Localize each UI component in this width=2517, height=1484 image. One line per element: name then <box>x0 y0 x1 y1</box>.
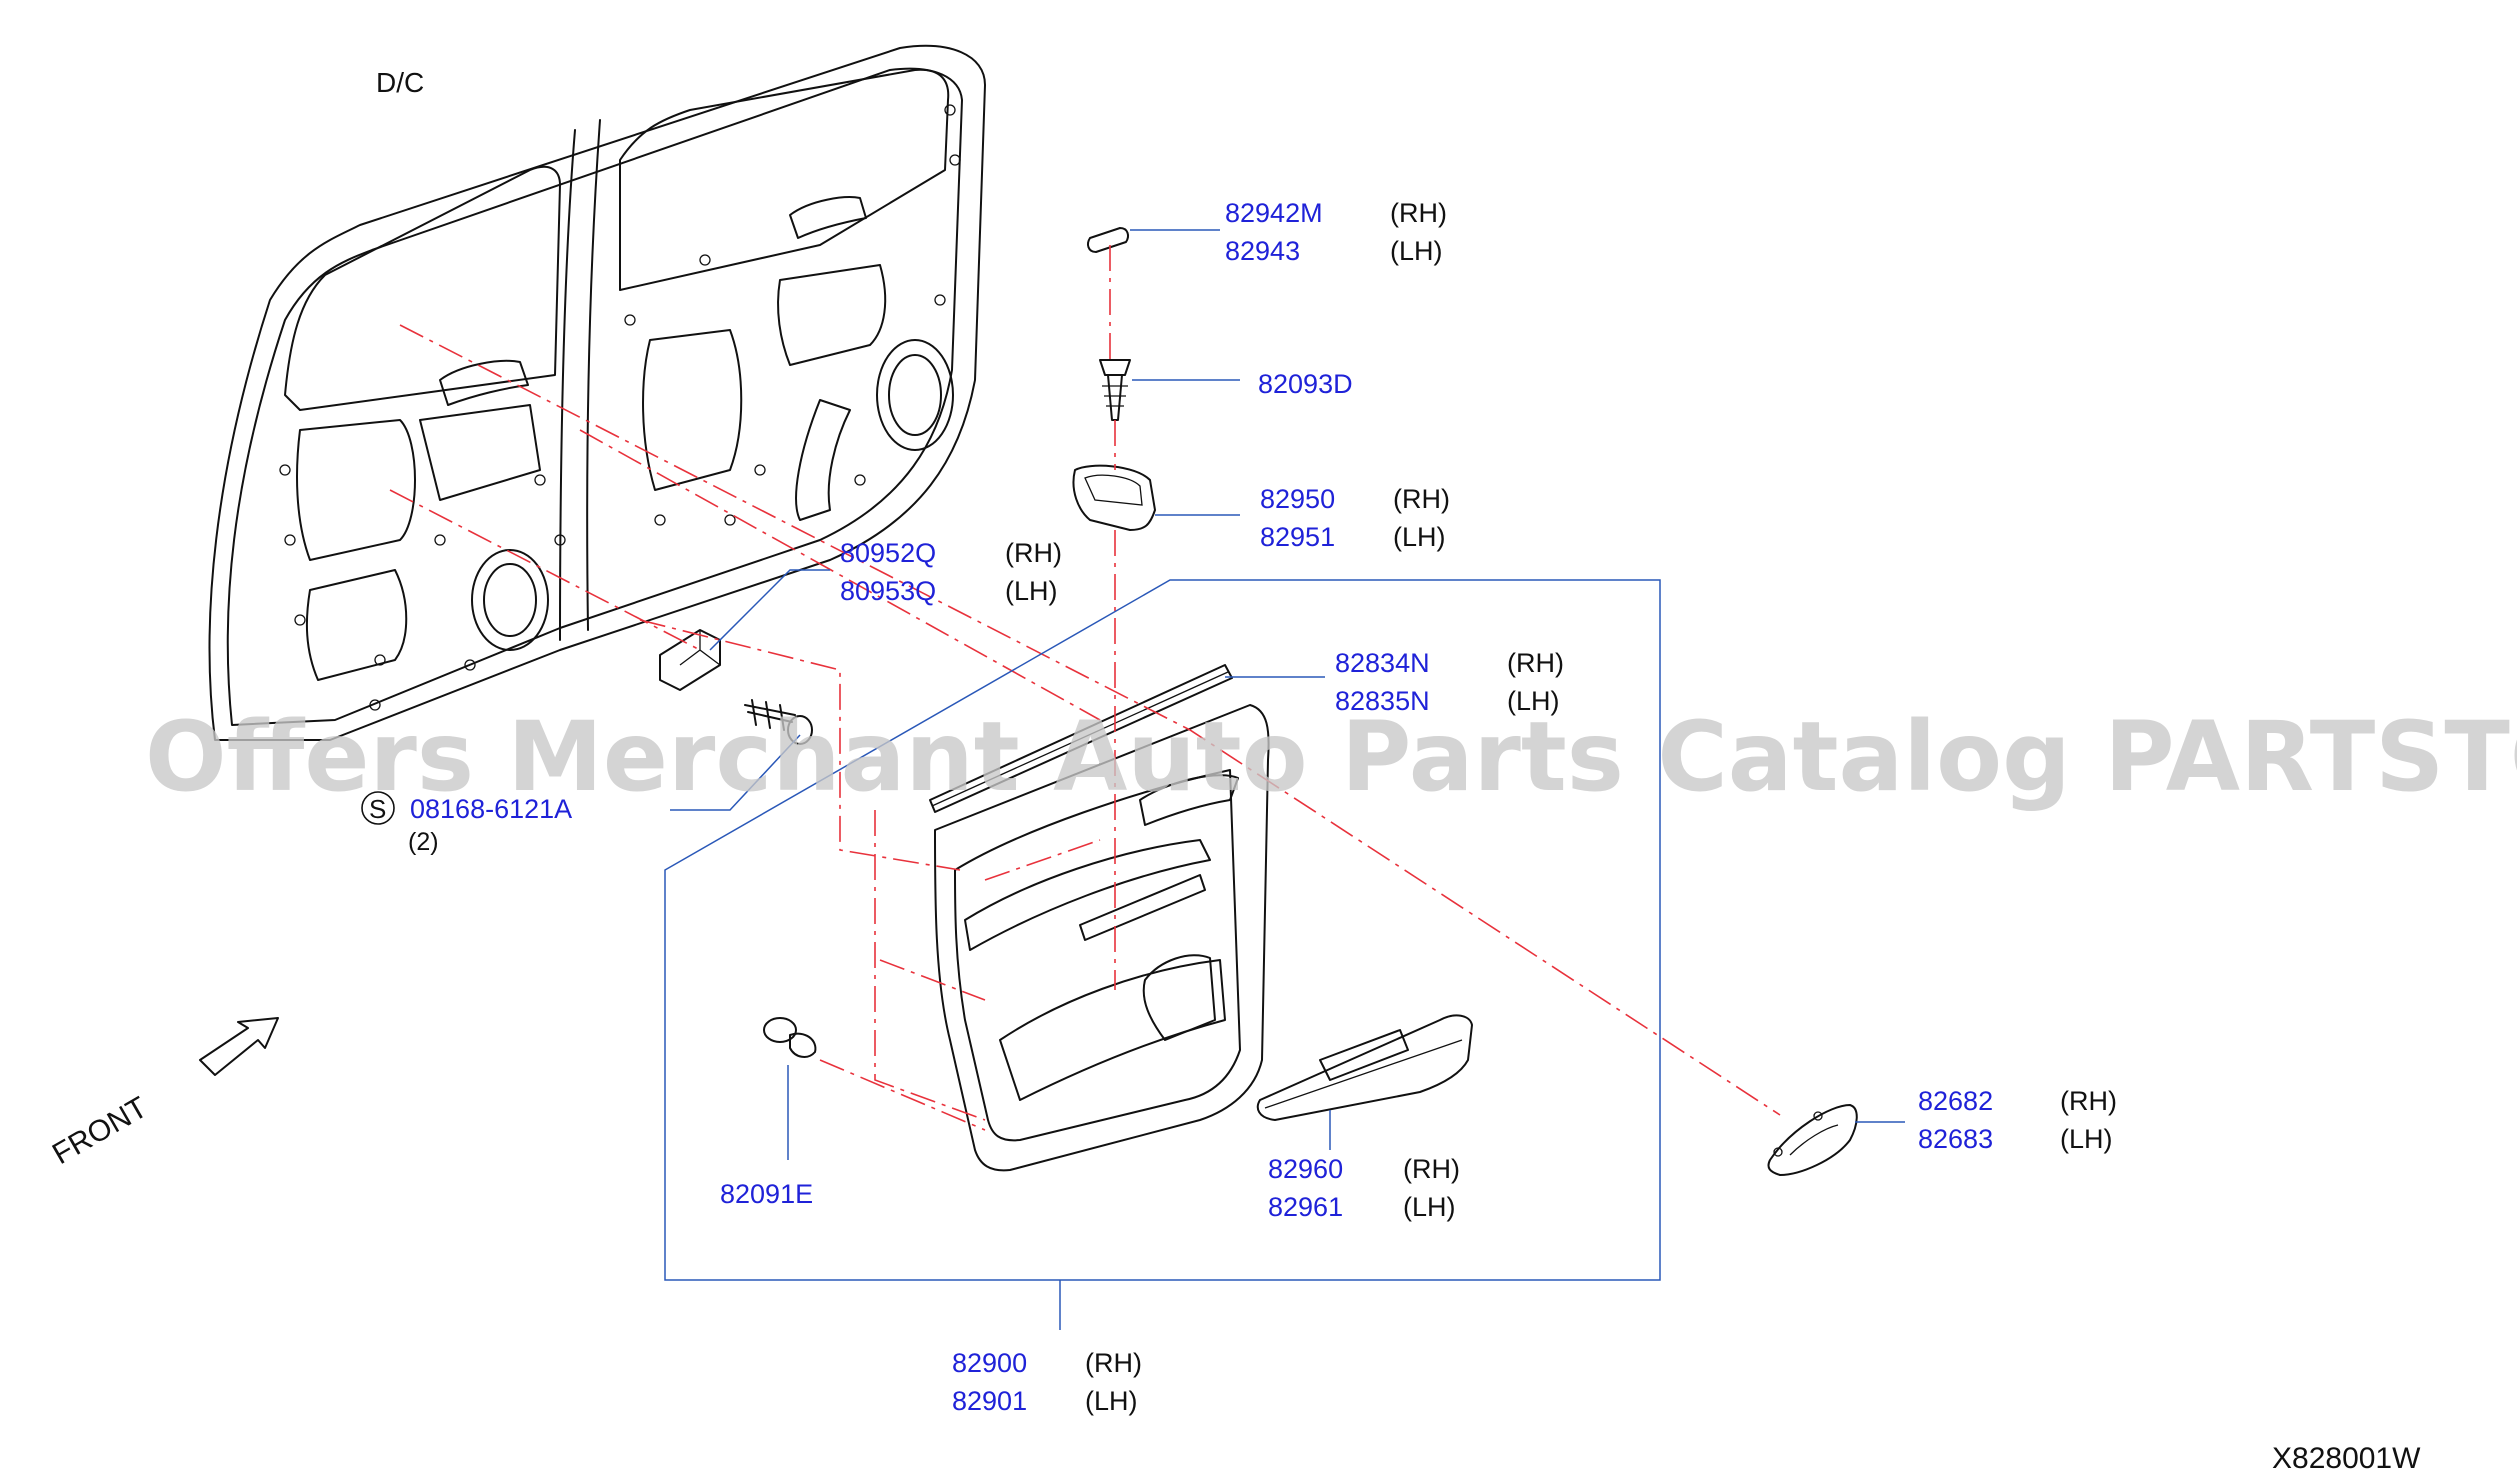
side-rh-82950: (RH) <box>1393 484 1450 514</box>
side-lh-80953q: (LH) <box>1005 576 1058 606</box>
part-82091e[interactable]: 82091E <box>720 1179 813 1209</box>
part-82901[interactable]: 82901 <box>952 1386 1027 1416</box>
part-08168-6121a[interactable]: 08168-6121A <box>410 794 572 824</box>
part-82093d[interactable]: 82093D <box>1258 369 1353 399</box>
standard-part-symbol: S <box>369 794 386 824</box>
pull-cup-drawing <box>1072 464 1156 531</box>
door-trim-panel-drawing <box>929 664 1270 1172</box>
front-arrow-icon <box>199 1017 279 1076</box>
side-lh-82901: (LH) <box>1085 1386 1138 1416</box>
part-82682[interactable]: 82682 <box>1918 1086 1993 1116</box>
part-82961[interactable]: 82961 <box>1268 1192 1343 1222</box>
side-lh-82683: (LH) <box>2060 1124 2113 1154</box>
front-label: FRONT <box>47 1091 153 1171</box>
part-80953q[interactable]: 80953Q <box>840 576 936 606</box>
switch-base-drawing <box>1256 1014 1473 1121</box>
side-lh-82951: (LH) <box>1393 522 1446 552</box>
centerlines <box>389 245 1781 1131</box>
part-82960[interactable]: 82960 <box>1268 1154 1343 1184</box>
bracket-drawing <box>659 629 721 691</box>
grommet-drawing <box>763 1017 817 1058</box>
side-rh-82942m: (RH) <box>1390 198 1447 228</box>
part-82951[interactable]: 82951 <box>1260 522 1335 552</box>
clip-drawing <box>1099 359 1131 421</box>
side-rh-82960: (RH) <box>1403 1154 1460 1184</box>
side-lh-82943: (LH) <box>1390 236 1443 266</box>
standard-part-symbol-icon <box>361 791 395 825</box>
side-lh-82835n: (LH) <box>1507 686 1560 716</box>
part-82900[interactable]: 82900 <box>952 1348 1027 1378</box>
part-80952q[interactable]: 80952Q <box>840 538 936 568</box>
diagram-code: X828001W <box>2272 1442 2421 1475</box>
part-82683[interactable]: 82683 <box>1918 1124 1993 1154</box>
escutcheon-drawing <box>1767 1104 1858 1176</box>
part-82950[interactable]: 82950 <box>1260 484 1335 514</box>
part-82943[interactable]: 82943 <box>1225 236 1300 266</box>
door-shell-drawing <box>208 44 986 741</box>
side-rh-82834n: (RH) <box>1507 648 1564 678</box>
leader-lines <box>664 229 1905 1330</box>
side-rh-80952q: (RH) <box>1005 538 1062 568</box>
dc-label: D/C <box>376 67 424 98</box>
side-rh-82900: (RH) <box>1085 1348 1142 1378</box>
part-82834n[interactable]: 82834N <box>1335 648 1430 678</box>
part-82942m[interactable]: 82942M <box>1225 198 1323 228</box>
part-82835n[interactable]: 82835N <box>1335 686 1430 716</box>
standard-part-qty: (2) <box>408 828 439 856</box>
side-rh-82682: (RH) <box>2060 1086 2117 1116</box>
cap-drawing <box>1087 227 1129 253</box>
screw-drawing <box>744 699 813 745</box>
watermark-text: Offers Merchant Auto Parts Catalog PARTS… <box>145 701 2517 813</box>
side-lh-82961: (LH) <box>1403 1192 1456 1222</box>
